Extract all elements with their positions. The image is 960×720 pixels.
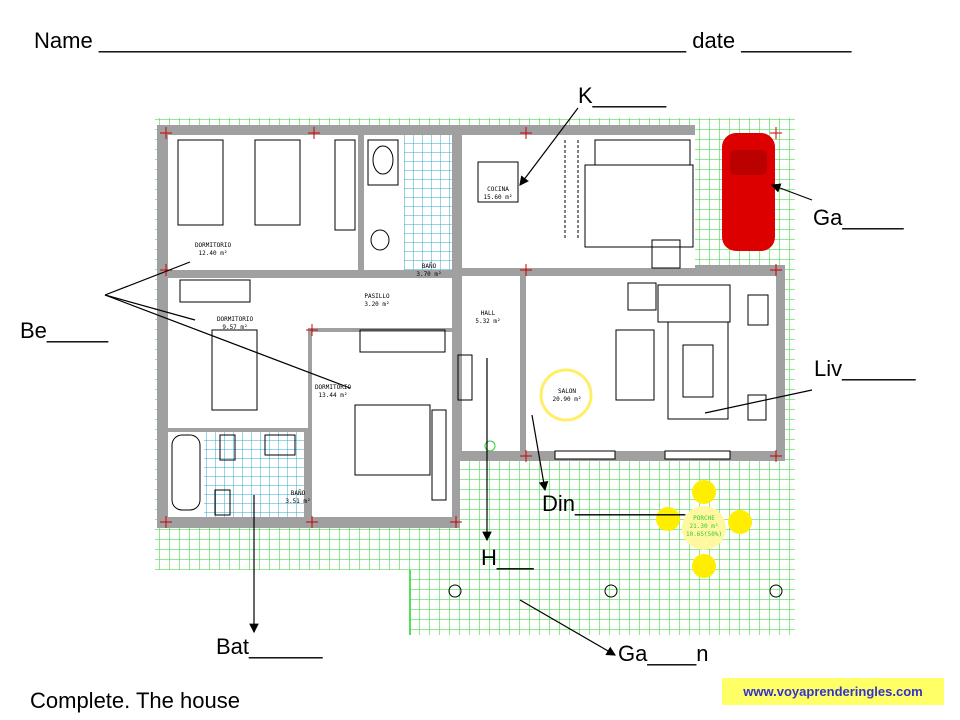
plant-icon [484,440,496,452]
room-dorm3-area: 13.44 m² [319,392,348,399]
room-porche-area: 21.30 m² [690,523,719,530]
name-label: Name [34,28,93,53]
room-porche-name: PORCHE [693,515,715,522]
blank-bathroom[interactable]: Bat______ [216,634,323,659]
room-salon-area: 20.90 m² [553,396,582,403]
room-pasillo-name: PASILLO [364,293,390,300]
room-bano1-name: BAÑO [422,263,437,270]
house-walls [157,125,785,528]
blank-garage[interactable]: Ga_____ [813,205,904,230]
room-pasillo-area: 3.20 m² [364,301,389,308]
room-hall-area: 5.32 m² [475,318,500,325]
blank-garden[interactable]: Ga____n [618,641,709,666]
name-line[interactable]: Name ___________________________________… [34,28,851,54]
room-dorm1-name: DORMITORIO [195,242,232,249]
furniture [171,139,769,516]
room-salon-name: SALON [558,388,576,395]
date-label: date [692,28,736,53]
room-dorm2-name: DORMITORIO [217,316,254,323]
room-dorm3-name: DORMITORIO [315,384,352,391]
room-bano1-area: 3.70 m² [416,271,441,278]
room-hall-name: HALL [481,310,496,317]
room-porche-extra: 10.65(50%) [686,531,722,538]
room-dorm2-area: 9.57 m² [222,324,247,331]
car-icon [722,133,775,251]
room-bano2-name: BAÑO [291,490,306,497]
name-blank[interactable]: ________________________________________… [98,28,687,53]
dining-table [539,368,593,422]
pillar-markers [160,127,783,598]
blank-bedroom[interactable]: Be_____ [20,318,109,343]
label-arrows [104,107,813,656]
room-cocina-area: 15.60 m² [484,194,513,201]
date-blank[interactable]: _________ [741,28,852,53]
room-cocina-name: COCINA [487,186,509,193]
porch-table [656,480,752,578]
blank-kitchen[interactable]: K______ [578,83,667,108]
blank-hall[interactable]: H___ [481,545,534,570]
room-dorm1-area: 12.40 m² [199,250,228,257]
website-badge[interactable]: www.voyaprenderingles.com [722,678,944,705]
room-bano2-area: 3.51 m² [285,498,310,505]
blank-dining[interactable]: Din_________ [542,491,686,516]
blank-living[interactable]: Liv______ [814,356,916,381]
instruction-text: Complete. The house [30,688,240,713]
